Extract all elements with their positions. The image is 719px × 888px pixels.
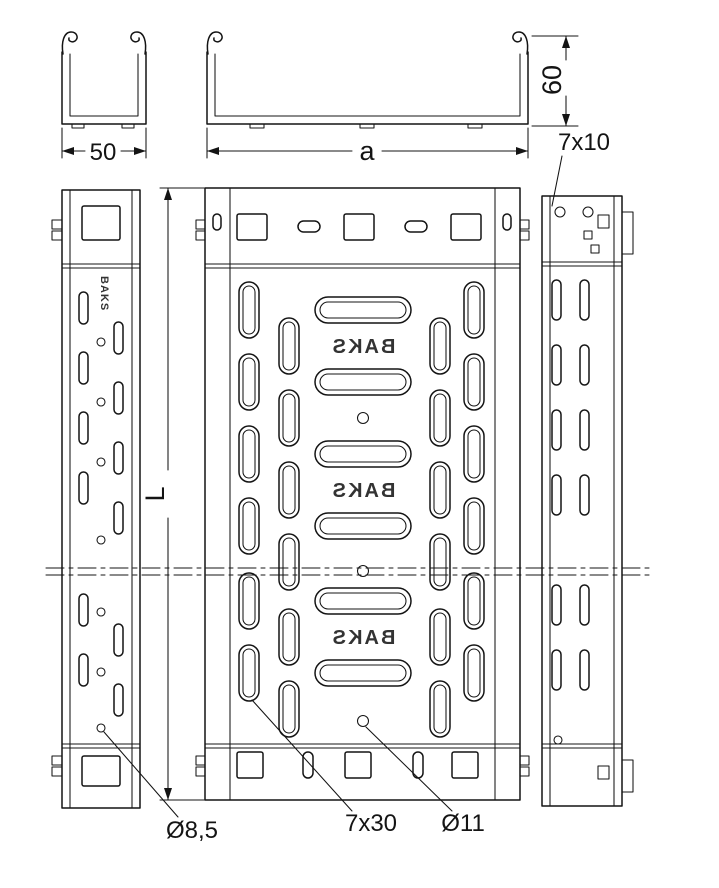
dim-label-L: L <box>140 486 170 501</box>
callout-slot-7x30: 7x30 <box>251 699 397 837</box>
perforation-column-2 <box>278 317 300 738</box>
dimension-50: 50 <box>61 127 147 166</box>
brand-text-vertical: BAKS <box>98 276 110 311</box>
side-view-right <box>541 195 634 807</box>
front-view: BAKS BAKS BAKS <box>195 187 530 801</box>
cross-section-wide <box>206 31 529 129</box>
dimension-L: L <box>140 187 205 801</box>
dimension-60: 60 <box>531 35 579 127</box>
break-lines <box>45 567 651 576</box>
edge-clips <box>51 219 63 777</box>
leader-7x30 <box>251 699 353 812</box>
perforation-center-slots <box>314 296 412 687</box>
leader-8-5 <box>103 731 179 818</box>
coupler-detail-bottom <box>553 735 634 793</box>
perforation-column-1 <box>238 281 260 702</box>
hook-left <box>61 31 78 55</box>
label-hole-11: Ø11 <box>441 810 485 837</box>
dim-label-60: 60 <box>537 65 567 95</box>
coupler-detail-top <box>554 206 634 255</box>
leader-7x10 <box>551 155 563 207</box>
leader-11 <box>365 726 453 812</box>
cross-section-small <box>61 31 147 129</box>
brand-text: BAKS <box>331 627 396 649</box>
perforation-column-4 <box>463 281 485 702</box>
coupler-hole-bottom <box>81 755 121 787</box>
label-slot-7x30: 7x30 <box>345 810 397 837</box>
label-hole-8-5: Ø8,5 <box>166 817 218 844</box>
brand-text: BAKS <box>331 336 396 358</box>
coupler-holes-top <box>212 213 512 241</box>
hook-right <box>130 31 147 55</box>
coupler-holes-bottom <box>236 751 479 779</box>
hook-right <box>512 31 529 55</box>
label-7x10: 7x10 <box>558 129 610 156</box>
side-view-left: BAKS <box>51 189 141 809</box>
callout-hole-8-5: Ø8,5 <box>103 731 218 844</box>
side-perforation-slots <box>551 279 590 691</box>
coupler-hole-top <box>81 205 121 241</box>
dimension-a: a <box>206 127 529 166</box>
callout-hole-11: Ø11 <box>365 726 485 837</box>
side-holes-8-5 <box>96 337 106 733</box>
perforation-column-3 <box>429 317 451 738</box>
callout-7x10: 7x10 <box>551 129 610 207</box>
edge-clips <box>195 219 530 777</box>
brand-text: BAKS <box>331 480 396 502</box>
dim-label-50: 50 <box>90 139 117 166</box>
center-holes-11 <box>356 411 370 728</box>
dim-label-a: a <box>359 136 375 166</box>
side-perforation-slots <box>78 291 124 717</box>
hook-left <box>206 31 223 55</box>
